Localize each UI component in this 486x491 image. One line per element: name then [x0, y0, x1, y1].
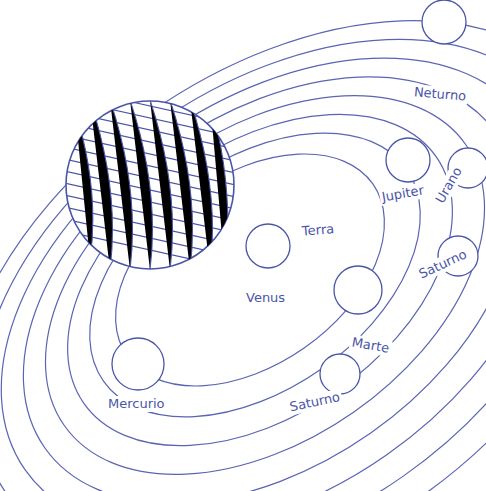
- planet-label: Mercurio: [106, 396, 167, 412]
- sun: [60, 62, 240, 270]
- planet-label: Saturno: [286, 389, 343, 416]
- planet-label: Neturno: [411, 84, 469, 104]
- planet-label: Terra: [299, 221, 336, 240]
- planet-label: Venus: [244, 290, 287, 306]
- planets: [112, 0, 486, 394]
- planet-label: Marte: [349, 334, 393, 357]
